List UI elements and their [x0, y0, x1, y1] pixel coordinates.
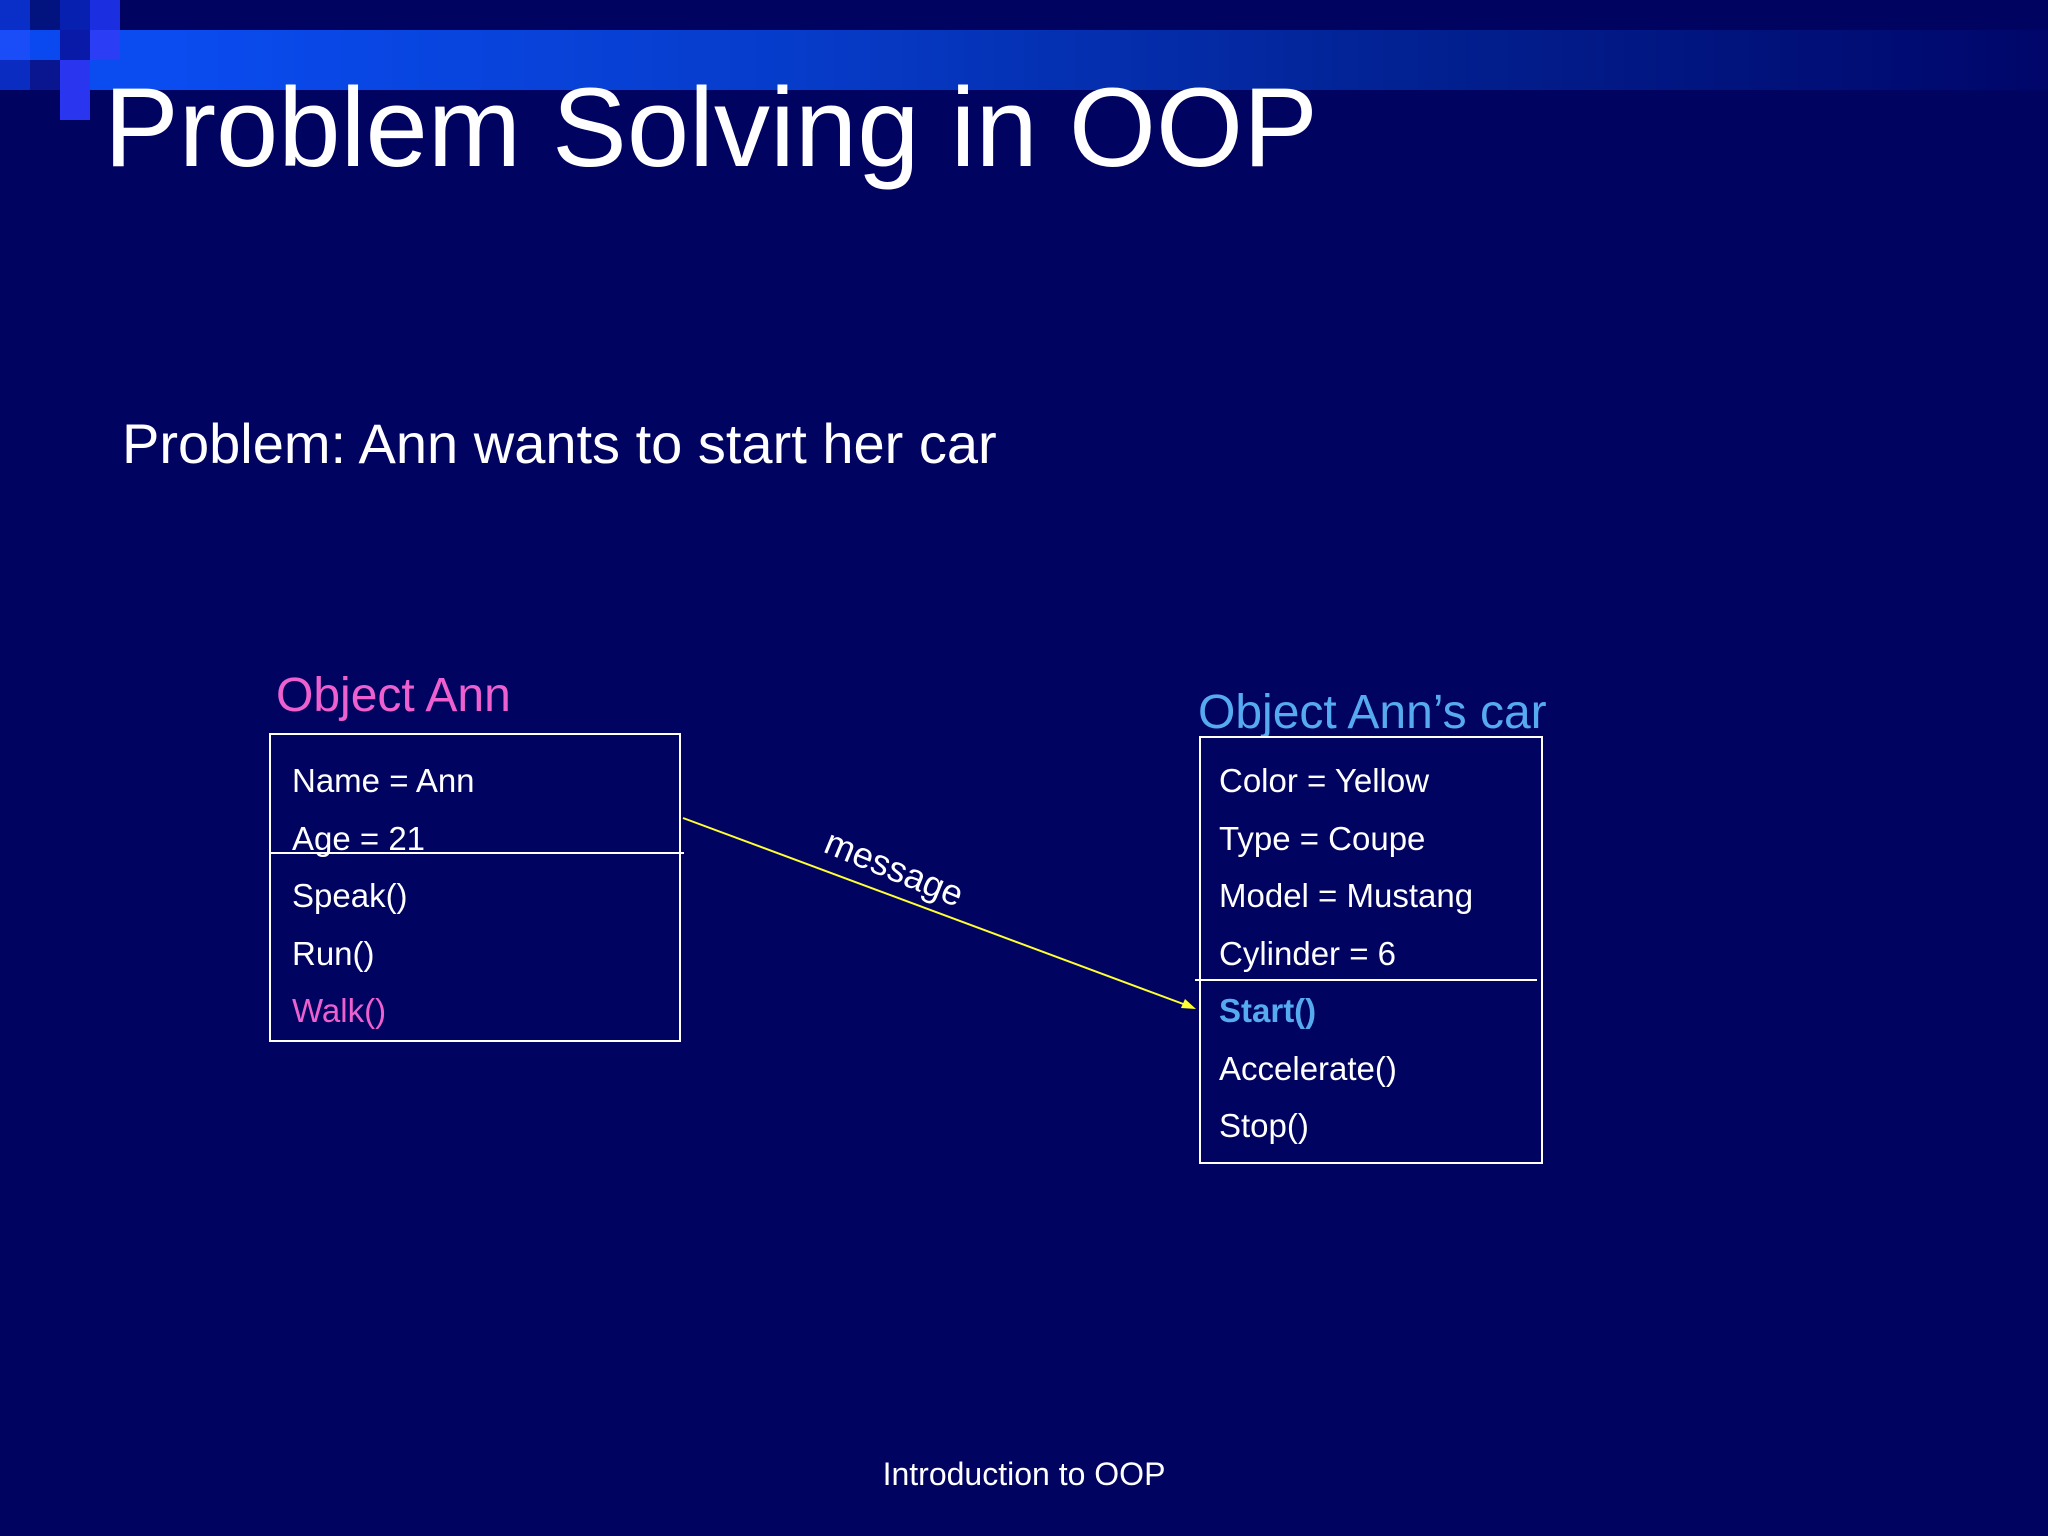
header-gradient-band: [0, 30, 2048, 90]
slide-title: Problem Solving in OOP: [104, 65, 1318, 190]
object-ann-heading: Object Ann: [276, 669, 511, 722]
message-label: message: [818, 820, 970, 915]
decor-square: [30, 60, 60, 90]
slide-footer: Introduction to OOP: [882, 1456, 1166, 1492]
decor-square: [90, 0, 120, 30]
decor-square: [30, 0, 60, 30]
ann-method-run: Run(): [292, 935, 375, 972]
decor-square: [90, 30, 120, 60]
car-attribute-type: Type = Coupe: [1219, 820, 1426, 857]
decor-square: [0, 30, 30, 60]
message-arrow-line: [682, 817, 1187, 1006]
ann-attribute-age: Age = 21: [292, 820, 426, 857]
message-arrow-head: [1181, 999, 1196, 1009]
object-car-heading: Object Ann’s car: [1198, 686, 1547, 739]
ann-method-walk: Walk(): [292, 992, 387, 1029]
decor-square: [60, 30, 90, 60]
car-method-stop: Stop(): [1219, 1107, 1309, 1144]
object-car-box: [1199, 736, 1543, 1164]
object-car-divider: [1195, 979, 1537, 981]
object-ann-divider: [269, 852, 684, 854]
object-ann-box: [269, 733, 681, 1042]
decor-square: [0, 60, 30, 90]
problem-statement: Problem: Ann wants to start her car: [122, 412, 997, 475]
car-method-start: Start(): [1219, 992, 1317, 1029]
car-attribute-cylinder: Cylinder = 6: [1219, 935, 1397, 972]
car-method-accelerate: Accelerate(): [1219, 1050, 1397, 1087]
decor-square: [30, 30, 60, 60]
ann-attribute-name: Name = Ann: [292, 762, 475, 799]
ann-method-speak: Speak(): [292, 877, 408, 914]
car-attribute-model: Model = Mustang: [1219, 877, 1474, 914]
decor-square: [60, 60, 90, 90]
car-attribute-color: Color = Yellow: [1219, 762, 1430, 799]
decor-square: [60, 90, 90, 120]
decor-square: [60, 0, 90, 30]
decor-square: [0, 0, 30, 30]
